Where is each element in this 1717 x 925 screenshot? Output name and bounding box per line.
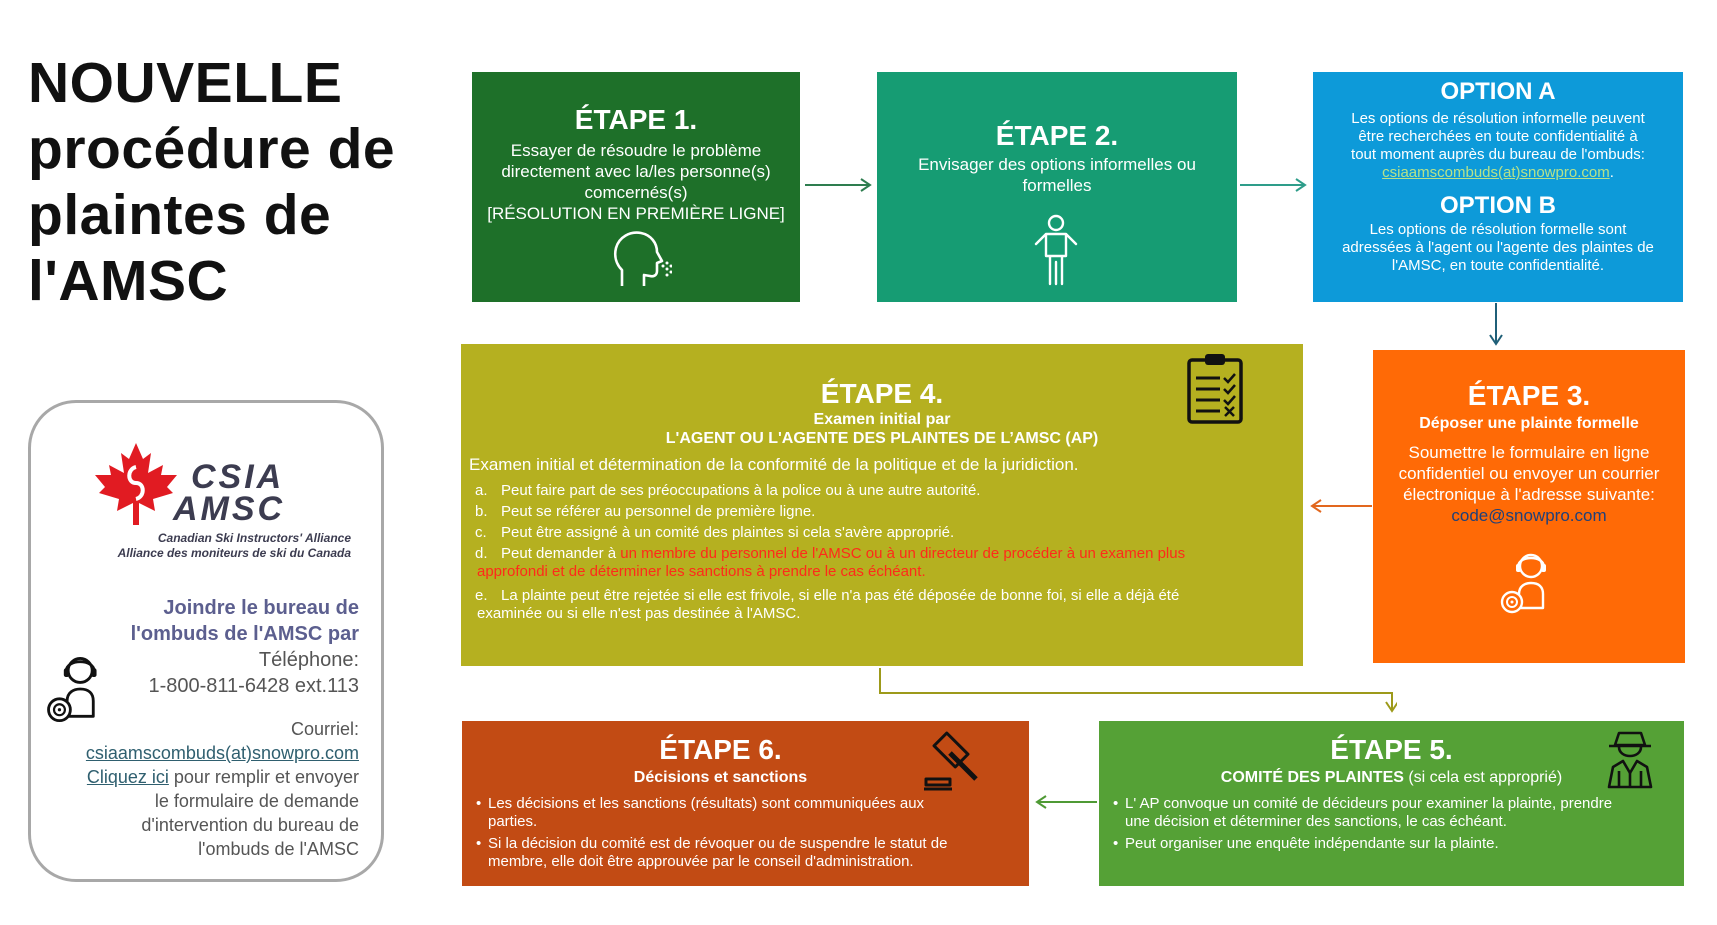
title-line: plaintes de — [28, 183, 332, 247]
step4-sub2: L'AGENT OU L'AGENTE DES PLAINTES DE L’AM… — [665, 430, 1099, 447]
phone-number[interactable]: 1-800-811-6428 ext.113 — [148, 675, 359, 697]
step3-subheading: Déposer une plainte formelle — [1419, 415, 1639, 432]
step3-box: ÉTAPE 3. Déposer une plainte formelle So… — [1373, 350, 1685, 663]
headset-agent-icon — [1500, 553, 1546, 614]
step2-heading: ÉTAPE 2. — [995, 120, 1119, 151]
step4-heading: ÉTAPE 4. — [820, 378, 944, 409]
step4-sub1: Examen initial par — [813, 411, 951, 428]
maple-leaf-logo-icon — [95, 443, 177, 525]
step4-list: a.Peut faire part de ses préoccupations … — [469, 482, 1303, 623]
detective-icon — [1607, 731, 1653, 789]
list-item-continued: approfondi et de déterminer les sanction… — [477, 563, 926, 580]
list-item: b.Peut se référer au personnel de premiè… — [475, 503, 816, 520]
logo-csia: CSIA — [191, 458, 285, 496]
list-item: •Si la décision du comité est de révoque… — [476, 835, 948, 870]
option-a-text: Les options de résolution informelle peu… — [1351, 110, 1645, 181]
arrow-right-icon — [805, 178, 872, 192]
list-item: e.La plainte peut être rejetée si elle e… — [475, 587, 1180, 604]
arrow-left-icon — [1035, 795, 1097, 809]
step5-heading: ÉTAPE 5. — [1330, 734, 1453, 765]
list-item: d.Peut demander à un membre du personnel… — [475, 545, 1186, 562]
step5-subheading: COMITÉ DES PLAINTES (si cela est appropr… — [1220, 769, 1563, 786]
option-b-heading: OPTION B — [1439, 192, 1556, 219]
title-line: NOUVELLE — [28, 51, 343, 115]
arrow-left-icon — [1310, 499, 1372, 513]
logo-amsc: AMSC — [173, 490, 286, 528]
step1-box: ÉTAPE 1. Essayer de résoudre le problème… — [472, 72, 800, 302]
step2-text: Envisager des options informelles ou for… — [918, 155, 1196, 195]
arrow-down-icon — [1489, 303, 1503, 346]
contact-email-link[interactable]: csiaamscombuds(at)snowpro.com — [85, 743, 359, 763]
list-item: a.Peut faire part de ses préoccupations … — [475, 482, 981, 499]
option-b-text: Les options de résolution formelle sont … — [1342, 221, 1654, 274]
step6-heading: ÉTAPE 6. — [659, 734, 782, 765]
step5-bullets: •L' AP convoque un comité de décideurs p… — [1113, 795, 1684, 853]
complaint-email-link[interactable]: code@snowpro.com — [1451, 506, 1607, 525]
logo-tagline: Canadian Ski Instructors' Alliance Allia… — [117, 531, 351, 560]
option-a-heading: OPTION A — [1440, 78, 1556, 105]
step6-subheading: Décisions et sanctions — [633, 769, 808, 786]
step4-intro: Examen initial et détermination de la co… — [469, 455, 1079, 474]
page-title: NOUVELLE procédure de plaintes de l'AMSC — [28, 50, 428, 314]
person-icon — [1034, 214, 1078, 286]
arrow-right-icon — [1240, 178, 1307, 192]
list-item: •Peut organiser une enquête indépendante… — [1113, 835, 1499, 852]
list-item: •L' AP convoque un comité de décideurs p… — [1113, 795, 1613, 830]
checklist-clipboard-icon — [1187, 354, 1243, 424]
options-box: OPTION A Les options de résolution infor… — [1313, 72, 1683, 302]
ombuds-email-link[interactable]: csiaamscombuds(at)snowpro.com — [1382, 164, 1610, 181]
headset-agent-icon — [47, 657, 97, 723]
contact-text: Joindre le bureau de l'ombuds de l'AMSC … — [31, 595, 359, 861]
list-item-continued: examinée ou si elle n'est pas destinée à… — [477, 605, 801, 622]
step4-box: ÉTAPE 4. Examen initial par L'AGENT OU L… — [461, 344, 1303, 666]
list-item: •Les décisions et les sanctions (résulta… — [476, 795, 925, 830]
step1-text: Essayer de résoudre le problème directem… — [487, 141, 785, 223]
click-here-link[interactable]: Cliquez ici — [86, 767, 169, 787]
connector-arrow-icon — [879, 668, 1397, 713]
speaking-head-icon — [613, 231, 672, 286]
gavel-icon — [924, 731, 978, 791]
step6-bullets: •Les décisions et les sanctions (résulta… — [476, 795, 1029, 871]
step1-heading: ÉTAPE 1. — [574, 104, 698, 135]
step5-box: ÉTAPE 5. COMITÉ DES PLAINTES (si cela es… — [1099, 721, 1684, 886]
step2-box: ÉTAPE 2. Envisager des options informell… — [877, 72, 1237, 302]
step3-text: Soumettre le formulaire en ligne confide… — [1373, 442, 1685, 526]
phone-label: Téléphone: — [258, 649, 359, 671]
email-label: Courriel: — [290, 719, 359, 739]
title-line: l'AMSC — [28, 249, 229, 313]
list-item: c.Peut être assigné à un comité des plai… — [475, 524, 955, 541]
step6-box: ÉTAPE 6. Décisions et sanctions •Les déc… — [462, 721, 1029, 886]
contact-card: CSIA AMSC Canadian Ski Instructors' Alli… — [28, 400, 384, 882]
step3-heading: ÉTAPE 3. — [1467, 380, 1591, 411]
title-line: procédure de — [28, 117, 396, 181]
